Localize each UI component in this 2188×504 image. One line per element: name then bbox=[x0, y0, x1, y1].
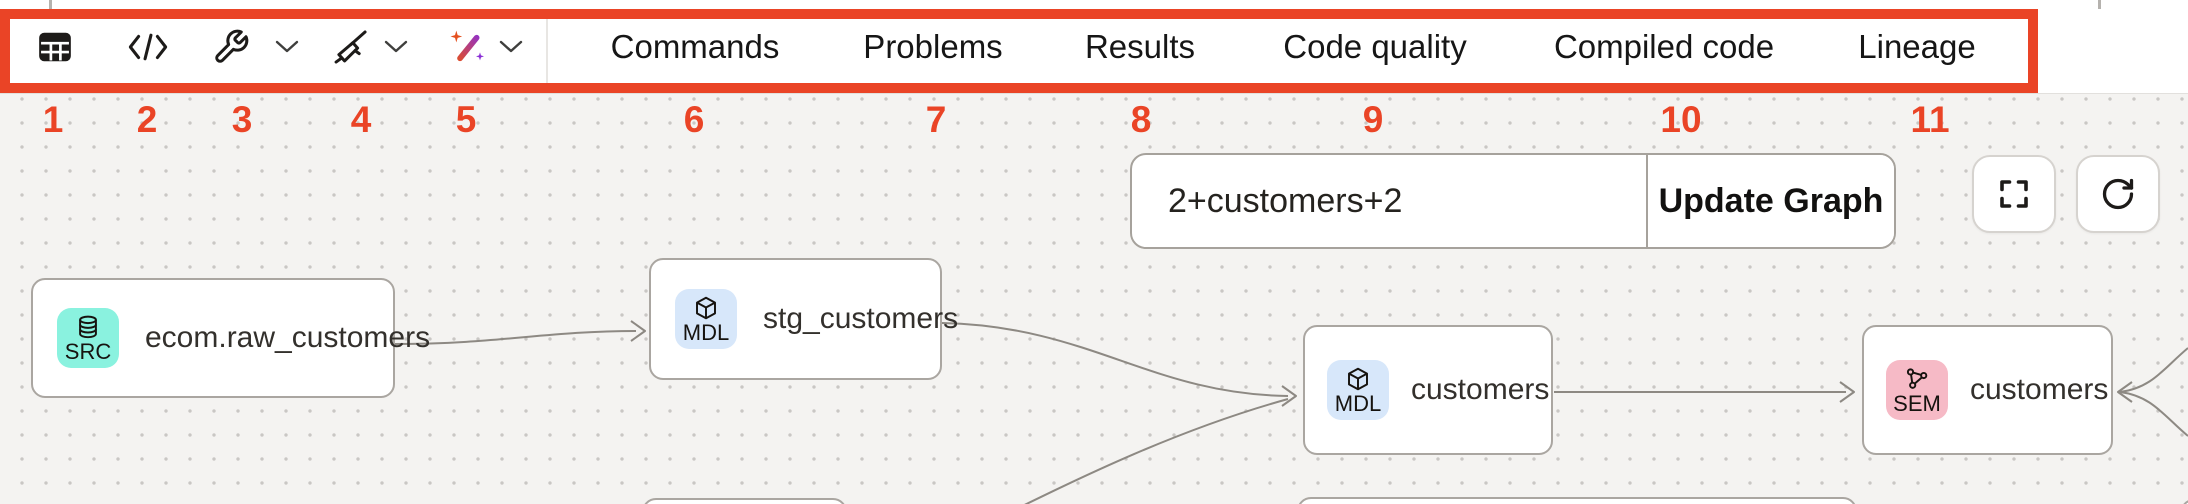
wrench-dropdown-chevron[interactable] bbox=[274, 39, 300, 59]
tab-problems[interactable]: Problems bbox=[863, 28, 1003, 65]
dag-filter-input[interactable] bbox=[1132, 155, 1646, 247]
lineage-node-partial-center[interactable] bbox=[1297, 497, 1857, 504]
chevron-down-icon bbox=[499, 40, 523, 53]
step-number-10: 10 bbox=[1660, 99, 1702, 140]
badge-label: SEM bbox=[1893, 390, 1941, 416]
magic-wand-button[interactable] bbox=[448, 27, 488, 67]
wrench-button[interactable] bbox=[212, 28, 250, 66]
refresh-icon bbox=[2102, 178, 2134, 210]
tab-lineage[interactable]: Lineage bbox=[1858, 28, 1976, 65]
lineage-node-partial-left[interactable] bbox=[642, 498, 847, 504]
chevron-down-icon bbox=[275, 40, 299, 53]
node-label: stg_customers bbox=[763, 302, 959, 335]
tab-code-quality[interactable]: Code quality bbox=[1283, 28, 1467, 65]
model-kind-badge-sem: SEM bbox=[1886, 360, 1948, 420]
lineage-node-partial-right[interactable] bbox=[2180, 499, 2188, 504]
tab-results[interactable]: Results bbox=[1084, 28, 1196, 65]
pane-divider-tick bbox=[2098, 0, 2101, 9]
database-icon bbox=[79, 315, 97, 338]
magic-wand-icon bbox=[450, 30, 484, 62]
step-number-11: 11 bbox=[1910, 99, 1950, 140]
cube-icon bbox=[696, 296, 716, 319]
lineage-node-raw-customers[interactable]: SRC ecom.raw_customers bbox=[31, 278, 430, 398]
cube-icon bbox=[1348, 367, 1368, 390]
lineage-node-customers-semantic[interactable]: SEM customers bbox=[1862, 325, 2113, 455]
dag-filter-group: Update Graph bbox=[1130, 153, 1896, 249]
step-number-8: 8 bbox=[1130, 99, 1152, 140]
tab-commands[interactable]: Commands bbox=[610, 28, 780, 65]
model-kind-badge-mdl: MDL bbox=[1327, 360, 1389, 420]
lineage-node-stg-customers[interactable]: MDL stg_customers bbox=[649, 258, 958, 380]
broom-button[interactable] bbox=[331, 28, 369, 66]
wand-dropdown-chevron[interactable] bbox=[498, 39, 524, 59]
code-button[interactable] bbox=[128, 31, 168, 63]
fullscreen-icon bbox=[2000, 180, 2028, 208]
broom-dropdown-chevron[interactable] bbox=[383, 39, 409, 59]
toolbar-divider bbox=[546, 19, 548, 83]
lineage-node-customers-model[interactable]: MDL customers bbox=[1303, 325, 1553, 455]
model-kind-badge-src: SRC bbox=[57, 308, 119, 368]
lineage-canvas[interactable]: Update Graph SRC bbox=[0, 93, 2188, 504]
badge-label: MDL bbox=[1334, 390, 1382, 416]
badge-label: MDL bbox=[682, 319, 730, 345]
fullscreen-button[interactable] bbox=[1972, 155, 2056, 233]
badge-label: SRC bbox=[64, 338, 112, 364]
step-number-5: 5 bbox=[455, 99, 477, 140]
node-label: customers bbox=[1970, 373, 2109, 406]
code-icon bbox=[128, 33, 168, 61]
toolbar: Commands Problems Results Code quality C… bbox=[0, 0, 2188, 94]
table-icon bbox=[39, 32, 71, 62]
update-graph-button[interactable]: Update Graph bbox=[1646, 155, 1894, 247]
semantic-graph-icon bbox=[1906, 367, 1928, 389]
wrench-icon bbox=[215, 29, 249, 63]
step-number-6: 6 bbox=[683, 99, 705, 140]
step-number-2: 2 bbox=[136, 99, 158, 140]
node-label: customers bbox=[1411, 373, 1550, 406]
refresh-button[interactable] bbox=[2076, 155, 2160, 233]
step-number-9: 9 bbox=[1362, 99, 1384, 140]
node-label: ecom.raw_customers bbox=[145, 321, 431, 354]
step-number-7: 7 bbox=[925, 99, 947, 140]
pane-divider-tick bbox=[49, 0, 52, 9]
step-number-4: 4 bbox=[350, 99, 372, 140]
step-number-3: 3 bbox=[231, 99, 253, 140]
step-number-1: 1 bbox=[42, 99, 64, 140]
chevron-down-icon bbox=[384, 40, 408, 53]
table-button[interactable] bbox=[36, 28, 74, 66]
broom-icon bbox=[334, 30, 367, 64]
tab-compiled-code[interactable]: Compiled code bbox=[1553, 28, 1775, 65]
model-kind-badge-mdl: MDL bbox=[675, 289, 737, 349]
